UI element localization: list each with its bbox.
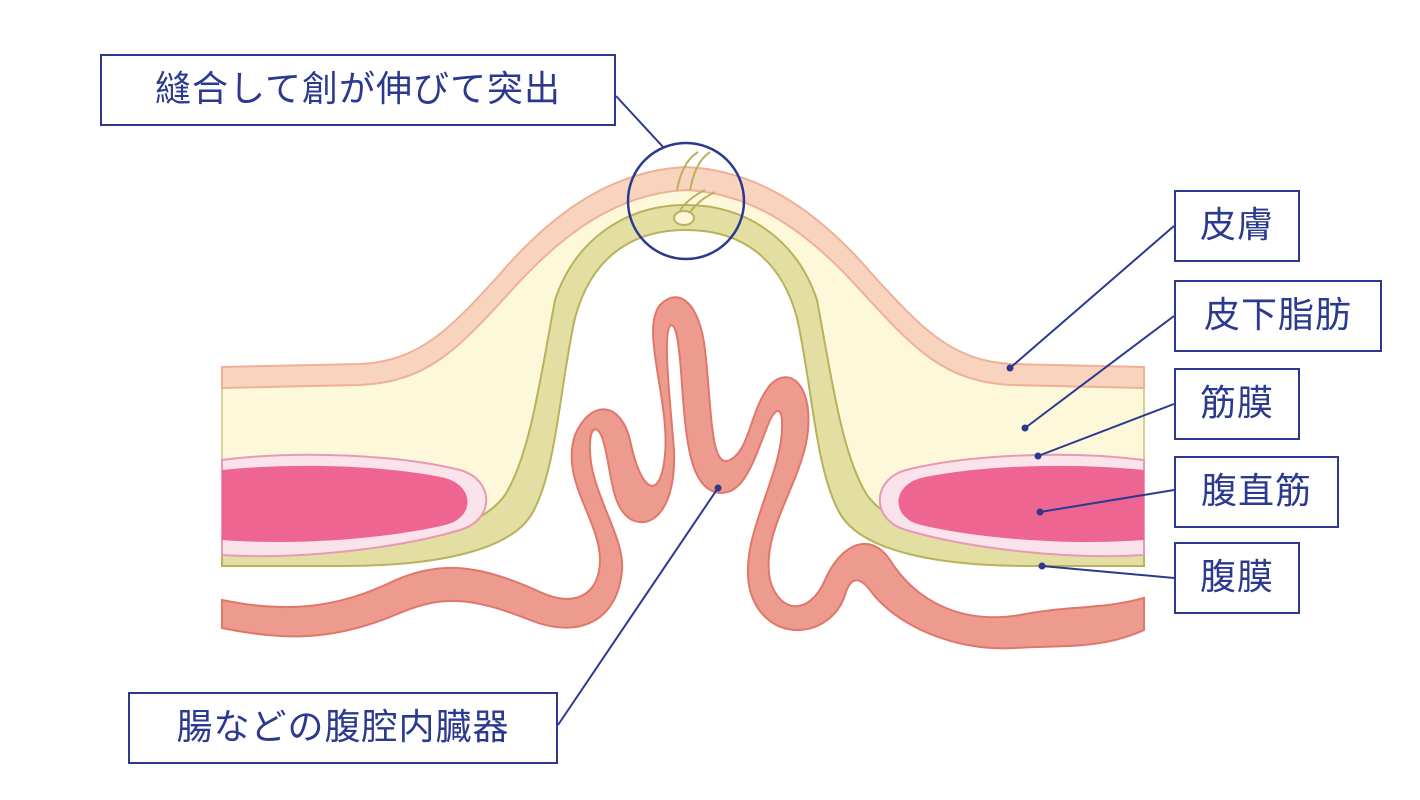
skin-layer (221, 165, 1145, 390)
label-subcutaneous-fat: 皮下脂肪 (1174, 280, 1382, 352)
leader-dot-skin (1006, 364, 1014, 372)
leader-lines (557, 95, 1175, 726)
suture-knot (673, 210, 695, 226)
leader-line-suture (615, 95, 665, 149)
rectus-muscle-right (898, 465, 1144, 543)
leader-line-skin (1009, 225, 1175, 369)
intestine-body (221, 296, 1145, 650)
fascia-peritoneum-layer (221, 203, 1145, 567)
leader-line-rectus (1039, 489, 1175, 513)
leader-dots (714, 364, 1046, 570)
leader-line-fascia (1037, 403, 1175, 457)
leader-dot-fascia (1034, 452, 1042, 460)
label-abdominal-organs: 腸などの腹腔内臓器 (128, 692, 558, 764)
label-fascia: 筋膜 (1174, 368, 1300, 440)
rectus-muscle-left (222, 465, 468, 543)
leader-dot-organs (714, 484, 722, 492)
suture-detail (626, 141, 746, 261)
abdominal-wall (221, 165, 1145, 567)
leader-line-subcutaneous-fat (1024, 315, 1175, 429)
label-suture-protrusion: 縫合して創が伸びて突出 (100, 54, 616, 126)
leader-line-peritoneum (1041, 565, 1175, 579)
leader-dot-rectus (1036, 508, 1044, 516)
label-rectus-abdominis: 腹直筋 (1174, 456, 1339, 528)
leader-dot-peritoneum (1038, 562, 1046, 570)
label-peritoneum: 腹膜 (1174, 542, 1300, 614)
suture-thread-upper (676, 151, 711, 191)
intestine (221, 296, 1145, 650)
suture-thread-lower (679, 189, 716, 213)
leader-line-organs (557, 487, 719, 726)
suture-magnifier-circle (626, 141, 746, 261)
leader-dot-subcutaneous-fat (1021, 424, 1029, 432)
label-skin: 皮膚 (1174, 190, 1300, 262)
